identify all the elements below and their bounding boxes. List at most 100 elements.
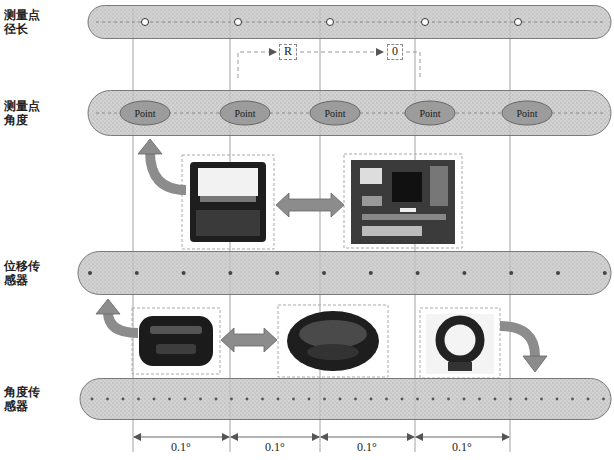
ellipse-outline [120, 101, 170, 125]
dimension-arrows [134, 437, 509, 438]
sensor-dot [354, 398, 357, 401]
circuit-board-photo-part [362, 214, 446, 220]
sensor-dot [135, 271, 139, 275]
device-photo-part [307, 344, 359, 360]
printer-photo-part [190, 162, 266, 242]
sensor-dot [122, 398, 125, 401]
band-label: 测量点径长 [4, 8, 44, 37]
displacement-sensor-photo-part [132, 308, 220, 374]
sensor-dot [432, 398, 435, 401]
dimension-arrows-part [416, 437, 509, 438]
block-arrows-part [221, 328, 277, 352]
device-photo-part [278, 305, 388, 377]
sensor-dot [556, 271, 560, 275]
circuit-board-photo-part [430, 166, 448, 206]
device-photo-part [299, 320, 367, 348]
dashed-flow-part [300, 52, 383, 53]
circuit-board-photo-part [400, 208, 416, 212]
block-arrows-part [96, 299, 120, 314]
measure-point [235, 19, 242, 26]
ellipse-outline [310, 101, 360, 125]
sensor-dot [261, 398, 264, 401]
sensor-dot [137, 398, 140, 401]
sensor-dot [246, 398, 249, 401]
sensor-dot [184, 398, 187, 401]
sensor-dot [416, 271, 420, 275]
measure-point [142, 19, 149, 26]
sensor-dot [199, 398, 202, 401]
block-arrows-part [150, 152, 186, 190]
sensor-dot [603, 271, 607, 275]
dimension-label: 0.1° [452, 441, 472, 455]
sensor-dot [370, 398, 373, 401]
band-shape [0, 5, 612, 39]
circuit-board-photo-part [344, 154, 462, 248]
angle-encoder-photo-part [426, 314, 494, 374]
circuit-board-photo-part [360, 168, 382, 184]
angle-encoder-photo [420, 308, 500, 378]
circuit-board-photo-part [392, 172, 422, 202]
circuit-board-photo-part [362, 226, 422, 236]
displacement-sensor-photo-part [139, 316, 213, 366]
band-label: 角度传感器 [4, 385, 44, 414]
circuit-board-photo-part [362, 196, 382, 206]
point-label: Point [501, 100, 553, 119]
dimension-arrows-part [321, 437, 414, 438]
sensor-dot [308, 398, 311, 401]
sensor-dot [88, 271, 92, 275]
point-ellipse: Point [404, 100, 456, 126]
displacement-sensor-photo-part [156, 344, 196, 354]
band-outline [88, 91, 611, 136]
sensor-dot [292, 398, 295, 401]
band-outline [78, 252, 611, 295]
sensor-dot [509, 398, 512, 401]
point-label: Point [219, 100, 271, 119]
dimension-label: 0.1° [171, 441, 191, 455]
sensor-band: 位移传感器 [0, 251, 612, 295]
sensor-dot [478, 398, 481, 401]
sensor-dot [556, 398, 559, 401]
angle-encoder-photo-part [448, 362, 472, 371]
printer-photo-part [196, 210, 260, 236]
point-ellipse: Point [309, 100, 361, 126]
sensor-dot [277, 398, 280, 401]
sensor-dot [182, 271, 186, 275]
displacement-sensor-photo [132, 308, 220, 374]
measure-point [515, 19, 522, 26]
sensor-dot [463, 398, 466, 401]
device-photo-part [287, 311, 379, 371]
sensor-dot [369, 271, 373, 275]
band-label: 位移传感器 [4, 259, 44, 288]
sensor-dot [587, 398, 590, 401]
sensor-dot [509, 271, 513, 275]
sensor-dot [275, 271, 279, 275]
sensor-dot [168, 398, 171, 401]
sensor-dot [153, 398, 156, 401]
variable-tag: 0 [387, 44, 403, 60]
sensor-dot [447, 398, 450, 401]
printer-photo-part [182, 155, 274, 249]
sensor-dot [462, 271, 466, 275]
device-photo [278, 305, 388, 377]
sensor-dot [228, 271, 232, 275]
sensor-dot [339, 398, 342, 401]
dimension-label: 0.1° [357, 441, 377, 455]
block-arrows-part [276, 193, 344, 217]
point-ellipse: Point [219, 100, 271, 126]
angle-encoder-photo-part [420, 308, 500, 378]
variable-tag: R [279, 44, 297, 60]
band-outline [88, 6, 611, 39]
point-label: Point [309, 100, 361, 119]
measure-point [327, 19, 334, 26]
sensor-dot [323, 398, 326, 401]
dimension-arrows-part [231, 437, 319, 438]
circuit-board-photo-part [351, 160, 455, 244]
printer-photo-part [198, 168, 258, 196]
block-arrows-part [523, 356, 547, 372]
point-ellipse: Point [501, 100, 553, 126]
sensor-dot [571, 398, 574, 401]
ellipse-outline [220, 101, 270, 125]
sensor-dot [322, 271, 326, 275]
sensor-dot [91, 398, 94, 401]
